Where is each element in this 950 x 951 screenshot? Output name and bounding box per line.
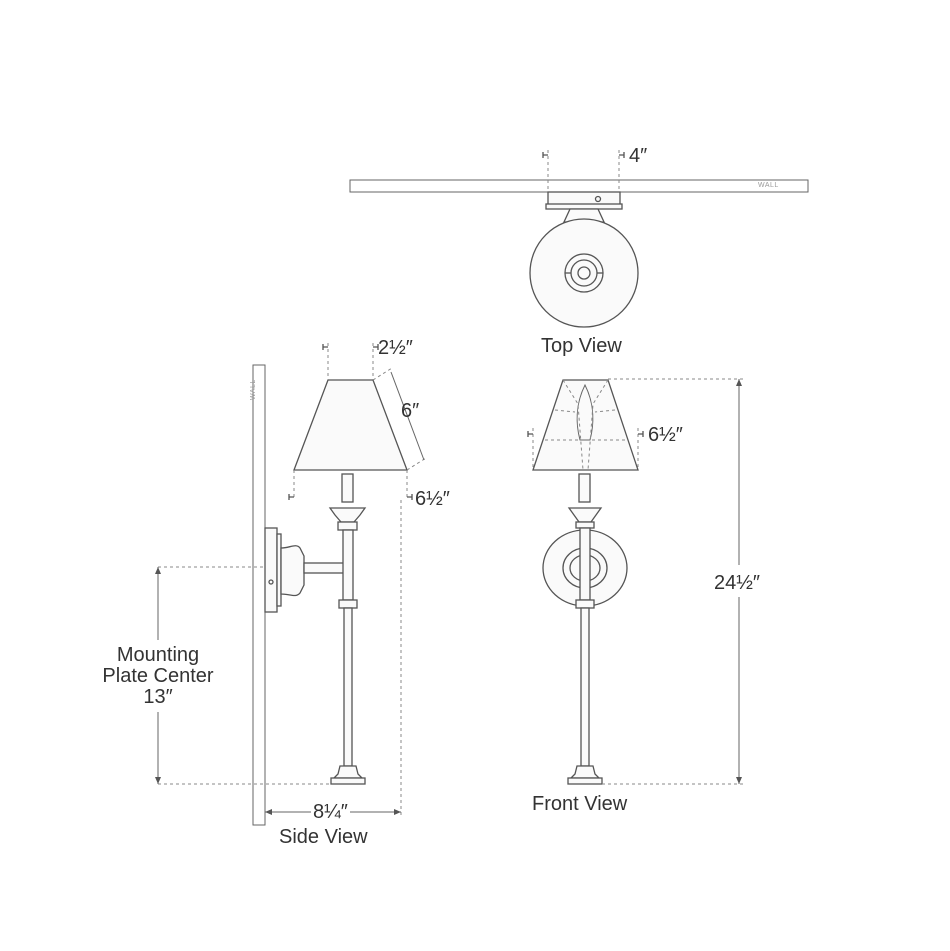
side-view-wall	[252, 364, 266, 826]
side-height-dim	[372, 367, 393, 381]
side-shade-bottom-dim-label: 6½″	[415, 488, 450, 510]
side-shade-top-dim-label: 2½″	[378, 337, 413, 359]
front-view-drawing	[527, 378, 745, 785]
side-view-backplate	[264, 527, 278, 613]
side-wall-label: WALL	[250, 379, 257, 400]
top-view-wall	[349, 179, 809, 193]
front-shade-width-dim-label: 6½″	[648, 424, 683, 446]
top-wall-label: WALL	[758, 182, 779, 189]
mounting-label-line2: Plate Center	[102, 665, 214, 687]
top-view-label: Top View	[541, 335, 622, 357]
mounting-label-line1: Mounting	[116, 644, 200, 666]
side-shade-height-dim-label: 6″	[401, 400, 420, 422]
top-width-dim-label: 4″	[629, 145, 648, 167]
side-view-label: Side View	[279, 826, 368, 848]
front-view-label: Front View	[532, 793, 628, 815]
side-extension-dim-label: 8¼″	[311, 801, 350, 823]
mounting-dim-label: 13″	[143, 686, 173, 708]
front-view-shade	[532, 379, 639, 471]
top-view-shade	[529, 218, 639, 328]
side-view-shade	[293, 379, 408, 471]
side-view-drawing	[155, 343, 427, 826]
mounting-plate-label: Mounting Plate Center 13″	[96, 645, 220, 708]
top-view-drawing	[349, 150, 809, 328]
front-height-dim-label: 24½″	[712, 572, 763, 594]
